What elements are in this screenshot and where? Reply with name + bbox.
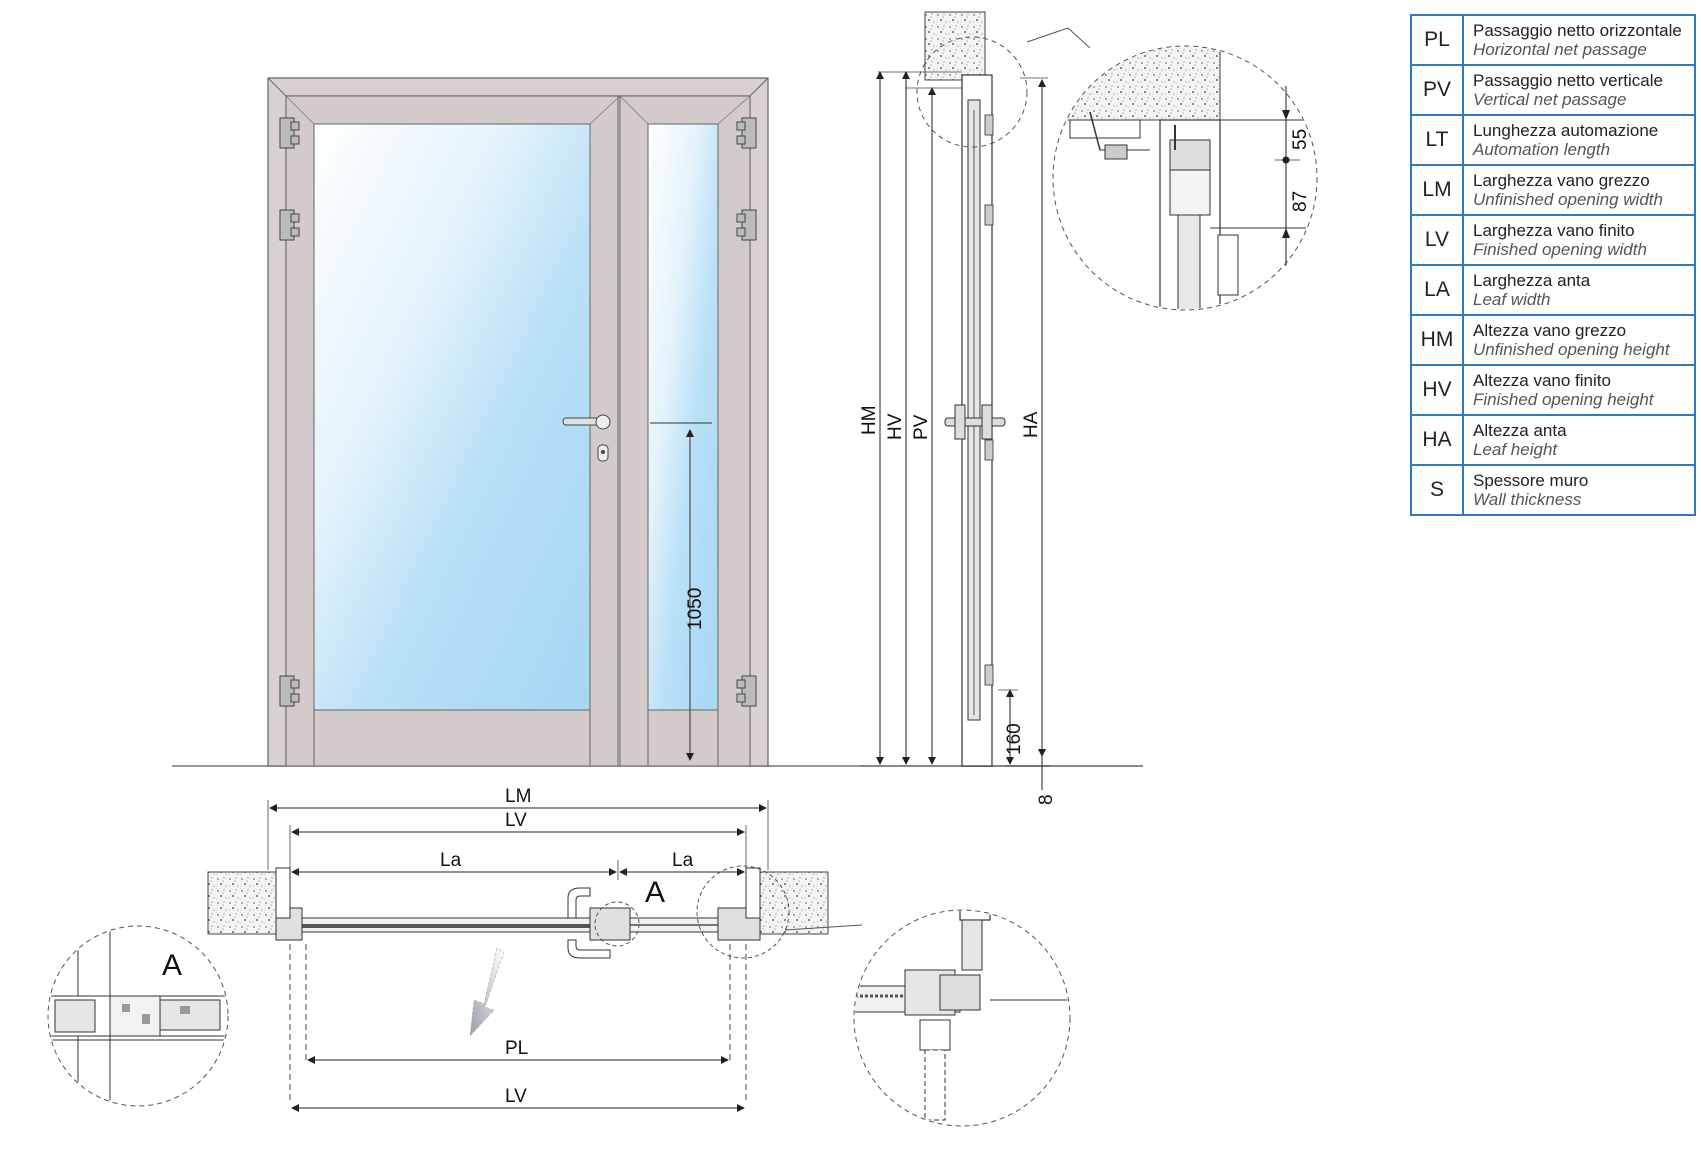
dim-8: 8 xyxy=(1036,794,1057,805)
secondary-leaf-glass xyxy=(647,123,719,711)
legend-english: Leaf height xyxy=(1473,440,1558,459)
legend-italian: Altezza vano finito xyxy=(1473,371,1611,390)
legend-italian: Larghezza anta xyxy=(1473,271,1591,290)
legend-code: PL xyxy=(1410,14,1464,66)
label-ha: HA xyxy=(1021,411,1042,438)
front-elevation: 1050 xyxy=(172,77,1143,767)
dim-55: 55 xyxy=(1290,129,1311,150)
dim-87: 87 xyxy=(1290,191,1311,212)
legend-english: Unfinished opening width xyxy=(1473,190,1663,209)
plan-section-a-label: A xyxy=(645,876,665,909)
plan-lv-top: LV xyxy=(505,810,527,831)
plan-la-left: La xyxy=(440,850,462,871)
plan-right-callout-circle xyxy=(696,865,790,959)
side-detail-callout-circle xyxy=(916,36,1028,148)
label-pv: PV xyxy=(911,414,932,440)
legend-english: Automation length xyxy=(1473,140,1611,159)
detail-a: A xyxy=(47,925,229,1107)
legend-code: LT xyxy=(1410,114,1464,166)
legend-italian: Larghezza vano grezzo xyxy=(1473,171,1650,190)
label-hm: HM xyxy=(859,405,880,435)
legend-english: Finished opening height xyxy=(1473,390,1654,409)
plan-pl: PL xyxy=(505,1038,528,1059)
hinge-right-bottom xyxy=(736,675,757,707)
hinge-left-mid xyxy=(279,209,300,241)
legend-english: Finished opening width xyxy=(1473,240,1647,259)
hinge-left-top xyxy=(279,117,300,149)
plan-wall-left xyxy=(207,871,281,935)
legend-english: Wall thickness xyxy=(1473,490,1582,509)
legend-code: LV xyxy=(1410,214,1464,266)
plan-wall-right xyxy=(755,871,829,935)
plan-la-right: La xyxy=(672,850,694,871)
plan-view: LM LV La La A xyxy=(207,786,863,1112)
legend-code: LM xyxy=(1410,164,1464,216)
opening-direction-arrow xyxy=(469,947,505,1037)
right-detail xyxy=(853,909,1071,1127)
label-hv: HV xyxy=(885,413,906,440)
plan-section-a-circle xyxy=(594,901,640,947)
top-detail: 55 87 xyxy=(1052,45,1318,311)
legend-italian: Spessore muro xyxy=(1473,471,1589,490)
plan-lm: LM xyxy=(505,786,531,807)
detail-a-label: A xyxy=(162,949,182,982)
door-handle xyxy=(562,414,611,462)
legend-italian: Passaggio netto verticale xyxy=(1473,71,1663,90)
side-section: HM HV PV HA 160 8 xyxy=(859,11,1143,805)
side-wall-block xyxy=(924,11,986,81)
legend-english: Horizontal net passage xyxy=(1473,40,1647,59)
hinge-left-bottom xyxy=(279,675,300,707)
plan-lv-bottom: LV xyxy=(505,1086,527,1107)
legend-italian: Larghezza vano finito xyxy=(1473,221,1635,240)
hinge-right-mid xyxy=(736,209,757,241)
legend-italian: Altezza anta xyxy=(1473,421,1567,440)
main-leaf-glass xyxy=(313,123,591,711)
plan-handle xyxy=(567,887,611,959)
legend-code: HA xyxy=(1410,414,1464,466)
hinge-right-top xyxy=(736,117,757,149)
legend-english: Vertical net passage xyxy=(1473,90,1627,109)
legend-code: HM xyxy=(1410,314,1464,366)
dim-160: 160 xyxy=(1004,723,1025,755)
legend-code: S xyxy=(1410,464,1464,516)
legend-italian: Passaggio netto orizzontale xyxy=(1473,21,1682,40)
legend-english: Leaf width xyxy=(1473,290,1551,309)
right-detail-circle xyxy=(853,909,1071,1127)
legend-code: HV xyxy=(1410,364,1464,416)
dim-1050: 1050 xyxy=(685,588,706,630)
side-handle xyxy=(944,404,1006,440)
legend-code: PV xyxy=(1410,64,1464,116)
legend-code: LA xyxy=(1410,264,1464,316)
legend-english: Unfinished opening height xyxy=(1473,340,1670,359)
legend-italian: Altezza vano grezzo xyxy=(1473,321,1627,340)
legend-italian: Lunghezza automazione xyxy=(1473,121,1659,140)
main-leaf-kickplate xyxy=(313,709,591,767)
